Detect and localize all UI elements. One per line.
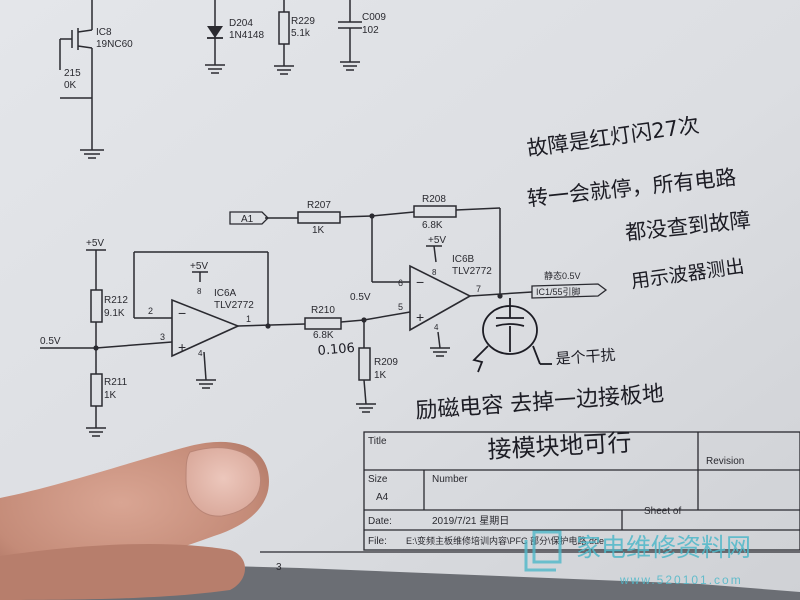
thumbnail	[185, 447, 262, 517]
r210-body	[304, 317, 342, 330]
sheet-number: 3	[276, 562, 282, 573]
date-label: Date:	[368, 516, 392, 527]
r229-ref: R229	[291, 16, 315, 27]
r208-body	[413, 205, 457, 218]
ic6b-pin-out: 7	[476, 284, 481, 294]
size-label: Size	[368, 474, 388, 485]
title-label: Title	[368, 436, 387, 447]
r229-body	[278, 11, 290, 45]
ic6b-vcc: +5V	[428, 235, 446, 246]
ic6a-pin-out: 1	[246, 314, 251, 324]
ic6b-symbol	[409, 264, 472, 332]
resistor-bodies	[90, 205, 457, 407]
r209-body	[358, 347, 371, 381]
ic6b-plus-sign: +	[416, 309, 424, 325]
r212-ref: R212	[104, 295, 128, 306]
c009-val: 102	[362, 25, 379, 36]
divider-vcc-label: +5V	[86, 238, 104, 249]
finger-lower	[0, 543, 245, 600]
r215-ref: 215	[64, 68, 81, 79]
d204-val: 1N4148	[229, 30, 264, 41]
a1-port	[229, 211, 269, 225]
top-circuit-wires	[59, 0, 362, 159]
ic6a-symbol	[171, 298, 241, 358]
ic6b-part: TLV2772	[452, 266, 492, 277]
r212-val: 9.1K	[104, 308, 125, 319]
revision-label: Revision	[706, 456, 744, 467]
ic6b-ref: IC6B	[452, 254, 475, 265]
ic6a-pin-minus: 2	[148, 306, 153, 316]
ic6a-vcc: +5V	[190, 261, 208, 272]
r208-val: 6.8K	[422, 220, 443, 231]
number-label: Number	[432, 474, 468, 485]
r209-val: 1K	[374, 370, 387, 381]
ic6b-pin-v: 8	[432, 268, 437, 277]
r210-val: 6.8K	[313, 330, 334, 341]
a1-label: A1	[241, 214, 254, 225]
ic6a-minus-sign: −	[178, 305, 186, 321]
watermark-logo	[524, 530, 562, 572]
junction-dots	[93, 213, 503, 351]
watermark-url: www.520101.com	[619, 573, 743, 587]
ic6b-pin-minus: 6	[398, 278, 403, 288]
file-value: E:\变频主板维修培训内容\PFC 部分\保护电路.dde	[406, 535, 604, 546]
handwritten-measurement: 0.106	[317, 341, 355, 359]
r207-ref: R207	[307, 200, 331, 211]
r211-val: 1K	[104, 390, 117, 401]
r208-ref: R208	[422, 194, 446, 205]
ic6a-pin-plus: 3	[160, 332, 165, 342]
output-static-label: 静态0.5V	[544, 270, 581, 281]
ic6b-pin-g: 4	[434, 323, 439, 332]
output-net-port	[531, 283, 608, 299]
c009-ref: C009	[362, 12, 386, 23]
file-label: File:	[368, 536, 387, 547]
ic6a-plus-sign: +	[178, 339, 186, 355]
d204-diode	[207, 26, 223, 38]
ic6b-minus-sign: −	[416, 274, 424, 290]
r210-ref: R210	[311, 305, 335, 316]
watermark-brand: 家电维修资料网	[576, 533, 751, 562]
input-voltage-label: 0.5V	[40, 336, 61, 347]
title-block-frame	[260, 431, 800, 553]
ic8-ref: IC8	[96, 27, 112, 38]
ic8-part: 19NC60	[96, 39, 133, 50]
d204-ref: D204	[229, 18, 253, 29]
sheet-label: Sheet of	[644, 506, 681, 517]
r207-val: 1K	[312, 225, 325, 236]
ic6a-pin-g: 4	[198, 349, 203, 358]
node-voltage-label: 0.5V	[350, 292, 371, 303]
ic6a-pin-v: 8	[197, 287, 202, 296]
capacitor-sketch	[472, 298, 552, 373]
r215-val: 0K	[64, 80, 77, 91]
ic6a-ref: IC6A	[214, 288, 237, 299]
ic6b-pin-plus: 5	[398, 302, 403, 312]
r212-body	[90, 289, 103, 323]
r229-val: 5.1k	[291, 28, 311, 39]
r207-body	[297, 211, 341, 224]
r209-ref: R209	[374, 357, 398, 368]
output-net-label: IC1/55引脚	[536, 287, 581, 297]
size-value: A4	[376, 492, 389, 503]
r211-body	[90, 373, 103, 407]
handwritten-interference-note: 是个干扰	[555, 346, 616, 368]
r211-ref: R211	[104, 377, 128, 388]
date-value: 2019/7/21 星期日	[432, 515, 509, 527]
ic6a-part: TLV2772	[214, 300, 254, 311]
